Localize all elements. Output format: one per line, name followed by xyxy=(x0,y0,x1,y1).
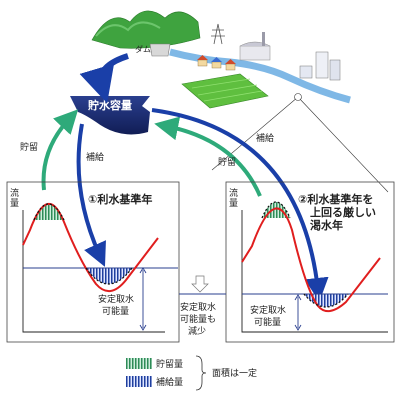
factory xyxy=(239,32,271,61)
store-arrow-left xyxy=(41,109,79,191)
dam-wall xyxy=(149,43,171,57)
panel-right-y-label-2: 量 xyxy=(229,198,238,209)
legend-storage-label: 貯留量 xyxy=(156,358,183,370)
panel-right-stable-label-1: 安定取水 xyxy=(250,304,286,316)
decrease-note-1: 安定取水 xyxy=(180,301,216,313)
dam-label: ダム xyxy=(135,44,151,54)
village xyxy=(197,55,236,71)
landscape-illustration: ダム xyxy=(91,10,351,109)
legend-note: 面積は一定 xyxy=(212,367,257,379)
panel-left-y-label-1: 流 xyxy=(10,187,19,199)
panel-left-frame xyxy=(6,181,180,343)
panel-left-title: ①利水基準年 xyxy=(88,192,152,206)
pointer-lines xyxy=(211,96,389,193)
store-arrow-right xyxy=(154,116,262,197)
reservoir-shape xyxy=(70,96,150,135)
decrease-note-2: 可能量も xyxy=(180,313,216,325)
farmland xyxy=(181,73,269,109)
decrease-note-3: 減少 xyxy=(188,325,206,337)
panel-right: ②利水基準年を 上回る厳しい 渇水年 流 量 安定取水 可能量 xyxy=(225,181,395,343)
power-pylon xyxy=(211,23,225,45)
city-buildings xyxy=(299,51,341,81)
panel-right-frame xyxy=(225,181,395,343)
panel-left-y-label-2: 量 xyxy=(10,198,19,209)
legend-supply-label: 補給量 xyxy=(156,376,183,388)
panel-right-y-label-1: 流 xyxy=(229,187,238,199)
panel-right-flow-curve xyxy=(241,207,381,313)
panel-right-title-1: ②利水基準年を xyxy=(298,192,373,206)
panel-left-stable-indicator xyxy=(139,267,147,331)
panel-left-stable-label-2: 可能量 xyxy=(102,305,129,317)
panel-right-axes xyxy=(241,210,388,333)
panel-left-stable-label-1: 安定取水 xyxy=(98,293,134,305)
legend-storage-swatch xyxy=(126,358,152,369)
panel-right-stable-indicator xyxy=(294,294,302,331)
store-label-right: 貯留 xyxy=(218,156,236,168)
panel-right-stable-label-2: 可能量 xyxy=(254,316,281,328)
supply-arrow-left xyxy=(76,123,106,267)
store-label-left: 貯留 xyxy=(20,141,38,153)
panel-right-title-2: 上回る厳しい xyxy=(310,205,376,219)
reservoir-label: 貯水容量 xyxy=(88,98,132,112)
legend: 貯留量 補給量 面積は一定 xyxy=(126,355,257,391)
panel-left-axes xyxy=(22,210,165,333)
decrease-arrow-icon xyxy=(191,275,209,293)
dam-to-reservoir-arrow xyxy=(79,53,129,104)
legend-supply-swatch xyxy=(126,376,152,387)
mountain-range xyxy=(91,10,201,49)
panel-right-title-3: 渇水年 xyxy=(310,218,343,232)
supply-arrow-right xyxy=(151,108,329,302)
panel-left: ①利水基準年 流 量 安定取水 可能量 xyxy=(6,181,180,343)
legend-brace xyxy=(195,355,207,391)
supply-label-right: 補給 xyxy=(256,132,274,144)
supply-label-left: 補給 xyxy=(86,151,104,163)
